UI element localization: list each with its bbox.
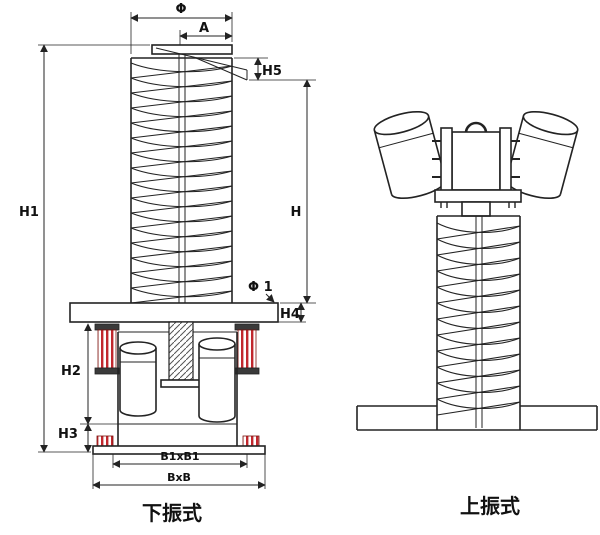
vibration-motor-right <box>198 337 236 423</box>
spiral-column-right <box>436 215 521 430</box>
vibration-motor-top-left <box>373 111 447 199</box>
motor-bracket <box>451 131 501 191</box>
dim-label-phi1: Φ 1 <box>248 280 273 295</box>
dim-label-h4: H4 <box>280 307 300 322</box>
bolt-flange-right <box>499 127 512 195</box>
plate-bolts <box>440 202 516 208</box>
spring-left-upper <box>94 323 120 375</box>
flange-bolts <box>432 140 520 178</box>
vibration-motor-top-right <box>505 111 579 199</box>
ground-base-left <box>92 435 266 455</box>
dim-label-h5: H5 <box>262 64 282 79</box>
drive-unit-bottom <box>117 321 238 446</box>
dimensions-left-view: Φ A H5 H H1 Φ 1 H4 <box>19 2 316 489</box>
dim-label-h3: H3 <box>58 427 78 442</box>
dim-label-h1: H1 <box>19 205 39 220</box>
drive-unit-top <box>373 111 579 217</box>
lifting-hook <box>464 121 488 134</box>
caption-top-vibration: 上振式 <box>460 494 520 518</box>
right-view-top-vibration: 上振式 <box>356 111 598 518</box>
dim-label-h: H <box>291 205 302 220</box>
dim-label-bxb: BxB <box>167 471 191 484</box>
column-neck <box>461 201 491 217</box>
base-plate-left <box>69 302 279 323</box>
top-mount-plate <box>434 189 522 203</box>
spring-foot-right <box>242 435 260 447</box>
dim-label-h2: H2 <box>61 364 81 379</box>
ground-base-right <box>356 405 598 431</box>
spring-foot-left <box>96 435 114 447</box>
left-view-bottom-vibration: Φ A H5 H H1 Φ 1 H4 <box>19 2 316 525</box>
dim-label-a: A <box>199 21 209 36</box>
dim-label-b1xb1: B1xB1 <box>160 450 199 463</box>
vibration-motor-left <box>119 341 157 417</box>
spiral-flights-right <box>436 222 521 416</box>
caption-bottom-vibration: 下振式 <box>142 501 202 525</box>
spring-right-upper <box>234 323 260 375</box>
bolt-flange-left <box>440 127 453 195</box>
dim-label-phi: Φ <box>175 2 186 17</box>
spiral-flights-left <box>130 62 233 304</box>
center-shaft-housing <box>168 321 194 381</box>
spiral-column-left <box>130 44 248 308</box>
